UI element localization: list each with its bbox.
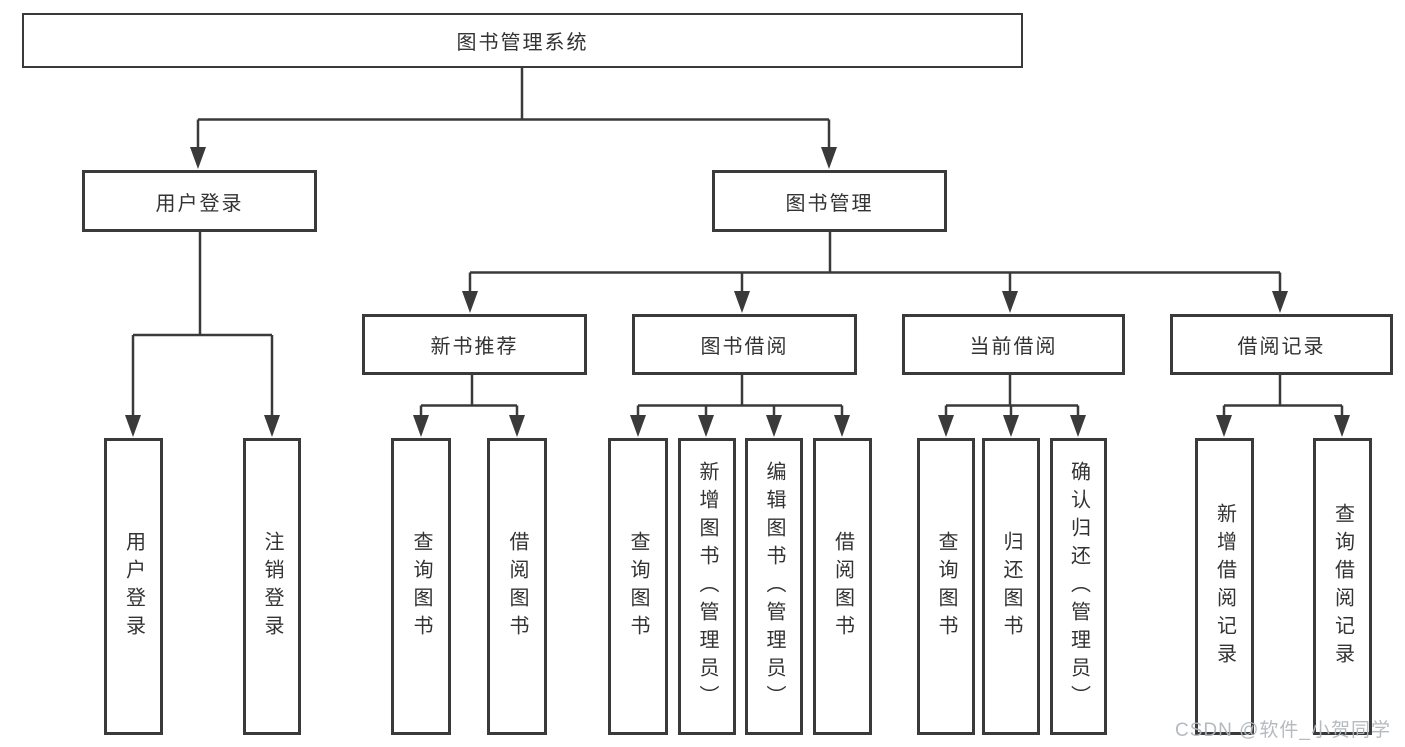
leaf-borrow-books-rec: 借阅图书: [487, 438, 547, 735]
arrowheads: [125, 147, 1350, 437]
node-book-management-branch: 图书管理: [712, 170, 947, 232]
node-label: 图书管理: [785, 192, 874, 215]
node-current-borrowing: 当前借阅: [902, 314, 1125, 375]
leaf-query-books-current: 查询图书: [917, 438, 975, 735]
node-label: 归还图书: [1000, 530, 1022, 643]
leaf-confirm-return-admin: 确认归还（管理员）: [1050, 438, 1107, 735]
node-root-system: 图书管理系统: [22, 13, 1023, 68]
node-label: 查询借阅记录: [1331, 502, 1354, 671]
leaf-return-book: 归还图书: [982, 438, 1040, 735]
leaf-logout: 注销登录: [243, 438, 301, 735]
node-label: 新增借阅记录: [1213, 502, 1236, 671]
node-label: 借阅记录: [1237, 336, 1326, 358]
node-label: 图书管理系统: [456, 32, 589, 54]
node-label: 图书借阅: [700, 336, 789, 358]
node-user-login-branch: 用户登录: [82, 170, 317, 232]
node-label: 新增图书（管理员）: [696, 460, 718, 713]
node-label: 查询图书: [935, 530, 957, 643]
leaf-query-books-borrow: 查询图书: [608, 438, 668, 735]
node-borrowing-records: 借阅记录: [1170, 314, 1393, 375]
node-label: 当前借阅: [969, 336, 1058, 358]
node-label: 用户登录: [122, 530, 145, 643]
node-label: 确认归还（管理员）: [1067, 460, 1090, 713]
leaf-borrow-books-borrow: 借阅图书: [813, 438, 872, 735]
csdn-watermark: CSDN @软件_小贺同学: [1175, 720, 1391, 741]
node-label: 注销登录: [261, 530, 283, 643]
leaf-add-book-admin: 新增图书（管理员）: [678, 438, 736, 735]
leaf-add-borrow-record: 新增借阅记录: [1195, 438, 1254, 735]
node-new-book-recommendation: 新书推荐: [362, 314, 587, 375]
leaf-query-borrow-record: 查询借阅记录: [1313, 438, 1372, 735]
node-book-borrowing: 图书借阅: [632, 314, 857, 375]
node-label: 用户登录: [155, 192, 244, 215]
leaf-edit-book-admin: 编辑图书（管理员）: [745, 438, 803, 735]
node-label: 借阅图书: [506, 530, 528, 643]
leaf-query-books-rec: 查询图书: [391, 438, 451, 735]
node-label: 查询图书: [627, 530, 649, 643]
node-label: 新书推荐: [430, 336, 519, 358]
leaf-user-login: 用户登录: [104, 438, 163, 735]
node-label: 编辑图书（管理员）: [763, 460, 785, 713]
node-label: 借阅图书: [831, 530, 854, 643]
node-label: 查询图书: [410, 530, 432, 643]
